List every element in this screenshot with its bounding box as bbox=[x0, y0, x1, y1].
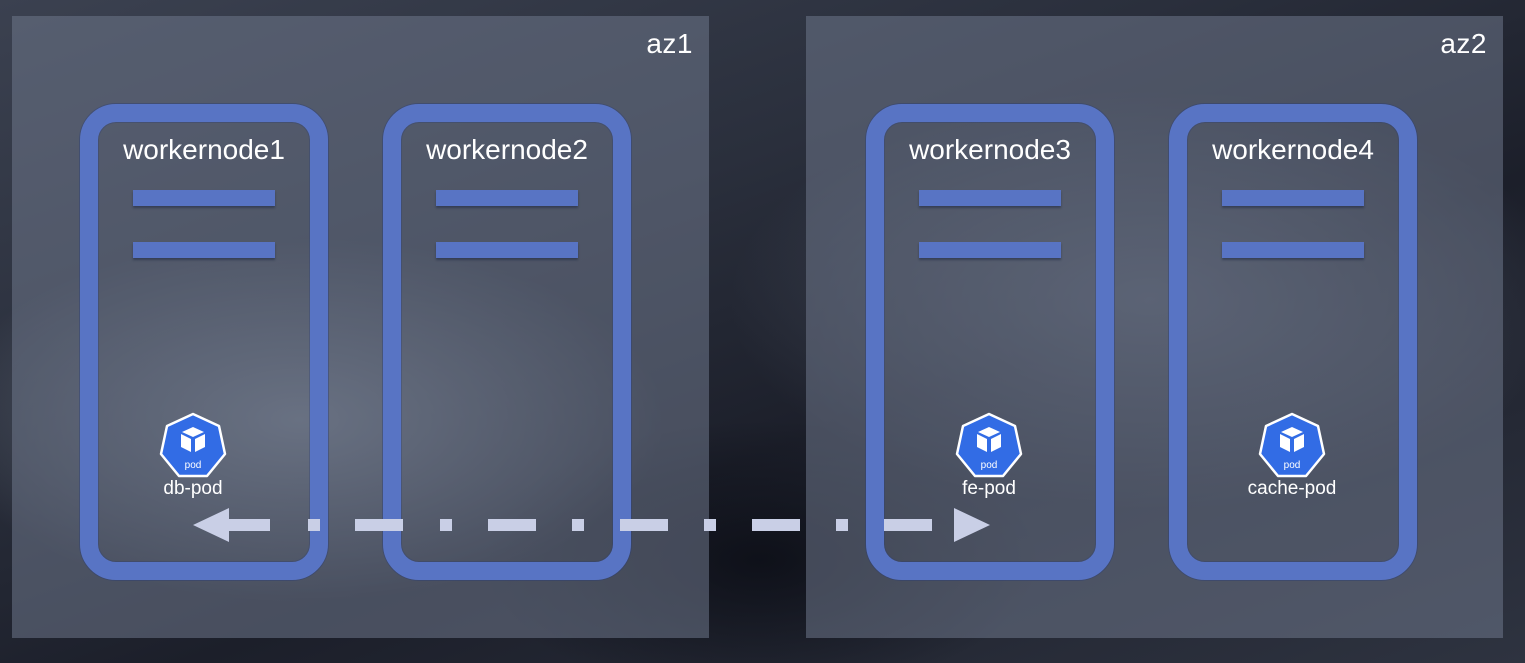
node-title: workernode1 bbox=[123, 134, 285, 165]
worker-node-2: workernode2 bbox=[383, 104, 631, 580]
arrow-dot bbox=[836, 519, 848, 531]
worker-node-1: workernode1 bbox=[80, 104, 328, 580]
arrow-dash bbox=[355, 519, 403, 531]
node-bar bbox=[1222, 242, 1364, 258]
node-title: workernode4 bbox=[1212, 134, 1374, 165]
arrow-head-left-icon bbox=[193, 508, 229, 542]
node-bar bbox=[919, 242, 1061, 258]
arrow-head-right-icon bbox=[954, 508, 990, 542]
node-bar bbox=[133, 242, 275, 258]
pod-label: cache-pod bbox=[1247, 478, 1337, 499]
node-bar bbox=[436, 242, 578, 258]
arrow-dash bbox=[620, 519, 668, 531]
node-bar bbox=[919, 190, 1061, 206]
pod-db: pod db-pod bbox=[143, 412, 243, 500]
node-title: workernode3 bbox=[909, 134, 1071, 165]
arrow-dot bbox=[440, 519, 452, 531]
arrow-dash bbox=[229, 519, 270, 531]
node-bar bbox=[1222, 190, 1364, 206]
node-bar bbox=[436, 190, 578, 206]
arrow-dot bbox=[308, 519, 320, 531]
arrow-dash bbox=[752, 519, 800, 531]
zone-label: az2 bbox=[1440, 28, 1487, 59]
kubernetes-pod-icon: pod bbox=[1258, 412, 1326, 478]
pod-label: fe-pod bbox=[962, 478, 1016, 499]
arrow-dot bbox=[704, 519, 716, 531]
kubernetes-pod-icon: pod bbox=[955, 412, 1023, 478]
arrow-dash bbox=[488, 519, 536, 531]
kubernetes-pod-icon: pod bbox=[159, 412, 227, 478]
pod-fe: pod fe-pod bbox=[939, 412, 1039, 500]
zone-label: az1 bbox=[646, 28, 693, 59]
pod-label: db-pod bbox=[163, 478, 223, 499]
svg-text:pod: pod bbox=[981, 460, 998, 471]
pod-cache: pod cache-pod bbox=[1242, 412, 1342, 500]
arrow-dot bbox=[572, 519, 584, 531]
worker-node-4: workernode4 bbox=[1169, 104, 1417, 580]
node-title: workernode2 bbox=[426, 134, 588, 165]
node-bar bbox=[133, 190, 275, 206]
arrow-dash bbox=[884, 519, 932, 531]
worker-node-3: workernode3 bbox=[866, 104, 1114, 580]
svg-text:pod: pod bbox=[1284, 460, 1301, 471]
svg-text:pod: pod bbox=[185, 460, 202, 471]
